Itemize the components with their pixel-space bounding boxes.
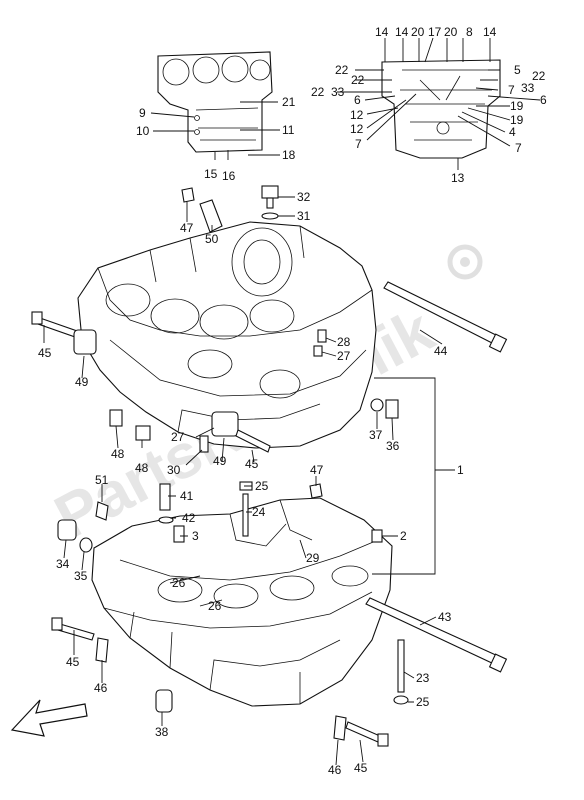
callout-22-a: 22 [335, 63, 349, 77]
callout-6-a: 6 [354, 93, 361, 107]
callout-2: 2 [400, 529, 407, 543]
lower-crankcase [91, 497, 393, 707]
callout-23: 23 [416, 671, 430, 685]
callout-35: 35 [74, 569, 88, 583]
callout-25-a: 25 [255, 479, 269, 493]
callout-48-b: 48 [135, 461, 149, 475]
leader-lines [43, 37, 541, 766]
callout-41: 41 [180, 489, 194, 503]
callout-36: 36 [386, 439, 400, 453]
callout-27-b: 27 [171, 430, 185, 444]
callout-20-a: 20 [411, 25, 425, 39]
callout-42: 42 [182, 511, 196, 525]
callout-46-b: 46 [328, 763, 342, 777]
callout-7-c: 7 [515, 141, 522, 155]
callout-6-b: 6 [540, 93, 547, 107]
callout-49-b: 49 [213, 454, 227, 468]
callout-4: 4 [509, 125, 516, 139]
callout-22-b: 22 [351, 73, 365, 87]
callout-15: 15 [204, 167, 218, 181]
front-direction-arrow-icon [10, 699, 88, 737]
callout-20-b: 20 [444, 25, 458, 39]
callout-22-d: 22 [532, 69, 546, 83]
callout-47-a: 47 [180, 221, 194, 235]
callout-43: 43 [438, 610, 452, 624]
callout-26-b: 26 [208, 599, 222, 613]
callout-1: 1 [457, 463, 464, 477]
callout-19-b: 19 [510, 113, 524, 127]
callout-10: 10 [136, 124, 150, 138]
callout-47-b: 47 [310, 463, 324, 477]
callout-14-b: 14 [395, 25, 409, 39]
callout-19-a: 19 [510, 99, 524, 113]
callout-18: 18 [282, 148, 296, 162]
callout-13: 13 [451, 171, 465, 185]
callout-7-a: 7 [355, 137, 362, 151]
callout-28: 28 [337, 335, 351, 349]
callout-45-b: 45 [245, 457, 259, 471]
callout-48-a: 48 [111, 447, 125, 461]
callout-labels: 9 10 21 11 18 15 16 14 14 20 17 20 8 14 … [38, 25, 547, 777]
callout-38: 38 [155, 725, 169, 739]
callout-26-a: 26 [172, 576, 186, 590]
watermark-gear-icon [447, 244, 483, 280]
callout-25-b: 25 [416, 695, 430, 709]
callout-24: 24 [252, 505, 266, 519]
callout-14-c: 14 [483, 25, 497, 39]
callout-5: 5 [514, 63, 521, 77]
callout-45-a: 45 [38, 346, 52, 360]
callout-14-a: 14 [375, 25, 389, 39]
callout-33-b: 33 [521, 81, 535, 95]
callout-46-a: 46 [94, 681, 108, 695]
callout-27-a: 27 [337, 349, 351, 363]
callout-3: 3 [192, 529, 199, 543]
callout-29: 29 [306, 551, 320, 565]
callout-44: 44 [434, 344, 448, 358]
callout-33-a: 33 [331, 85, 345, 99]
upper-case-top-view [157, 51, 273, 153]
callout-12-b: 12 [350, 122, 364, 136]
callout-21: 21 [282, 95, 296, 109]
upper-crankcase [77, 221, 377, 449]
callout-11: 11 [282, 123, 295, 137]
callout-50: 50 [205, 232, 219, 246]
callout-30: 30 [167, 463, 181, 477]
callout-49-a: 49 [75, 375, 89, 389]
callout-8: 8 [466, 25, 473, 39]
callout-31: 31 [297, 209, 311, 223]
bolts-and-small-parts [31, 185, 508, 747]
callout-32: 32 [297, 190, 311, 204]
callout-37: 37 [369, 428, 383, 442]
callout-34: 34 [56, 557, 70, 571]
callout-17: 17 [428, 25, 442, 39]
lower-case-bottom-view [381, 59, 501, 159]
callout-7-b: 7 [508, 83, 515, 97]
callout-45-d: 45 [354, 761, 368, 775]
callout-9: 9 [139, 106, 146, 120]
callout-12-a: 12 [350, 108, 364, 122]
callout-22-c: 22 [311, 85, 325, 99]
callout-16: 16 [222, 169, 236, 183]
callout-51: 51 [95, 473, 109, 487]
callout-45-c: 45 [66, 655, 80, 669]
